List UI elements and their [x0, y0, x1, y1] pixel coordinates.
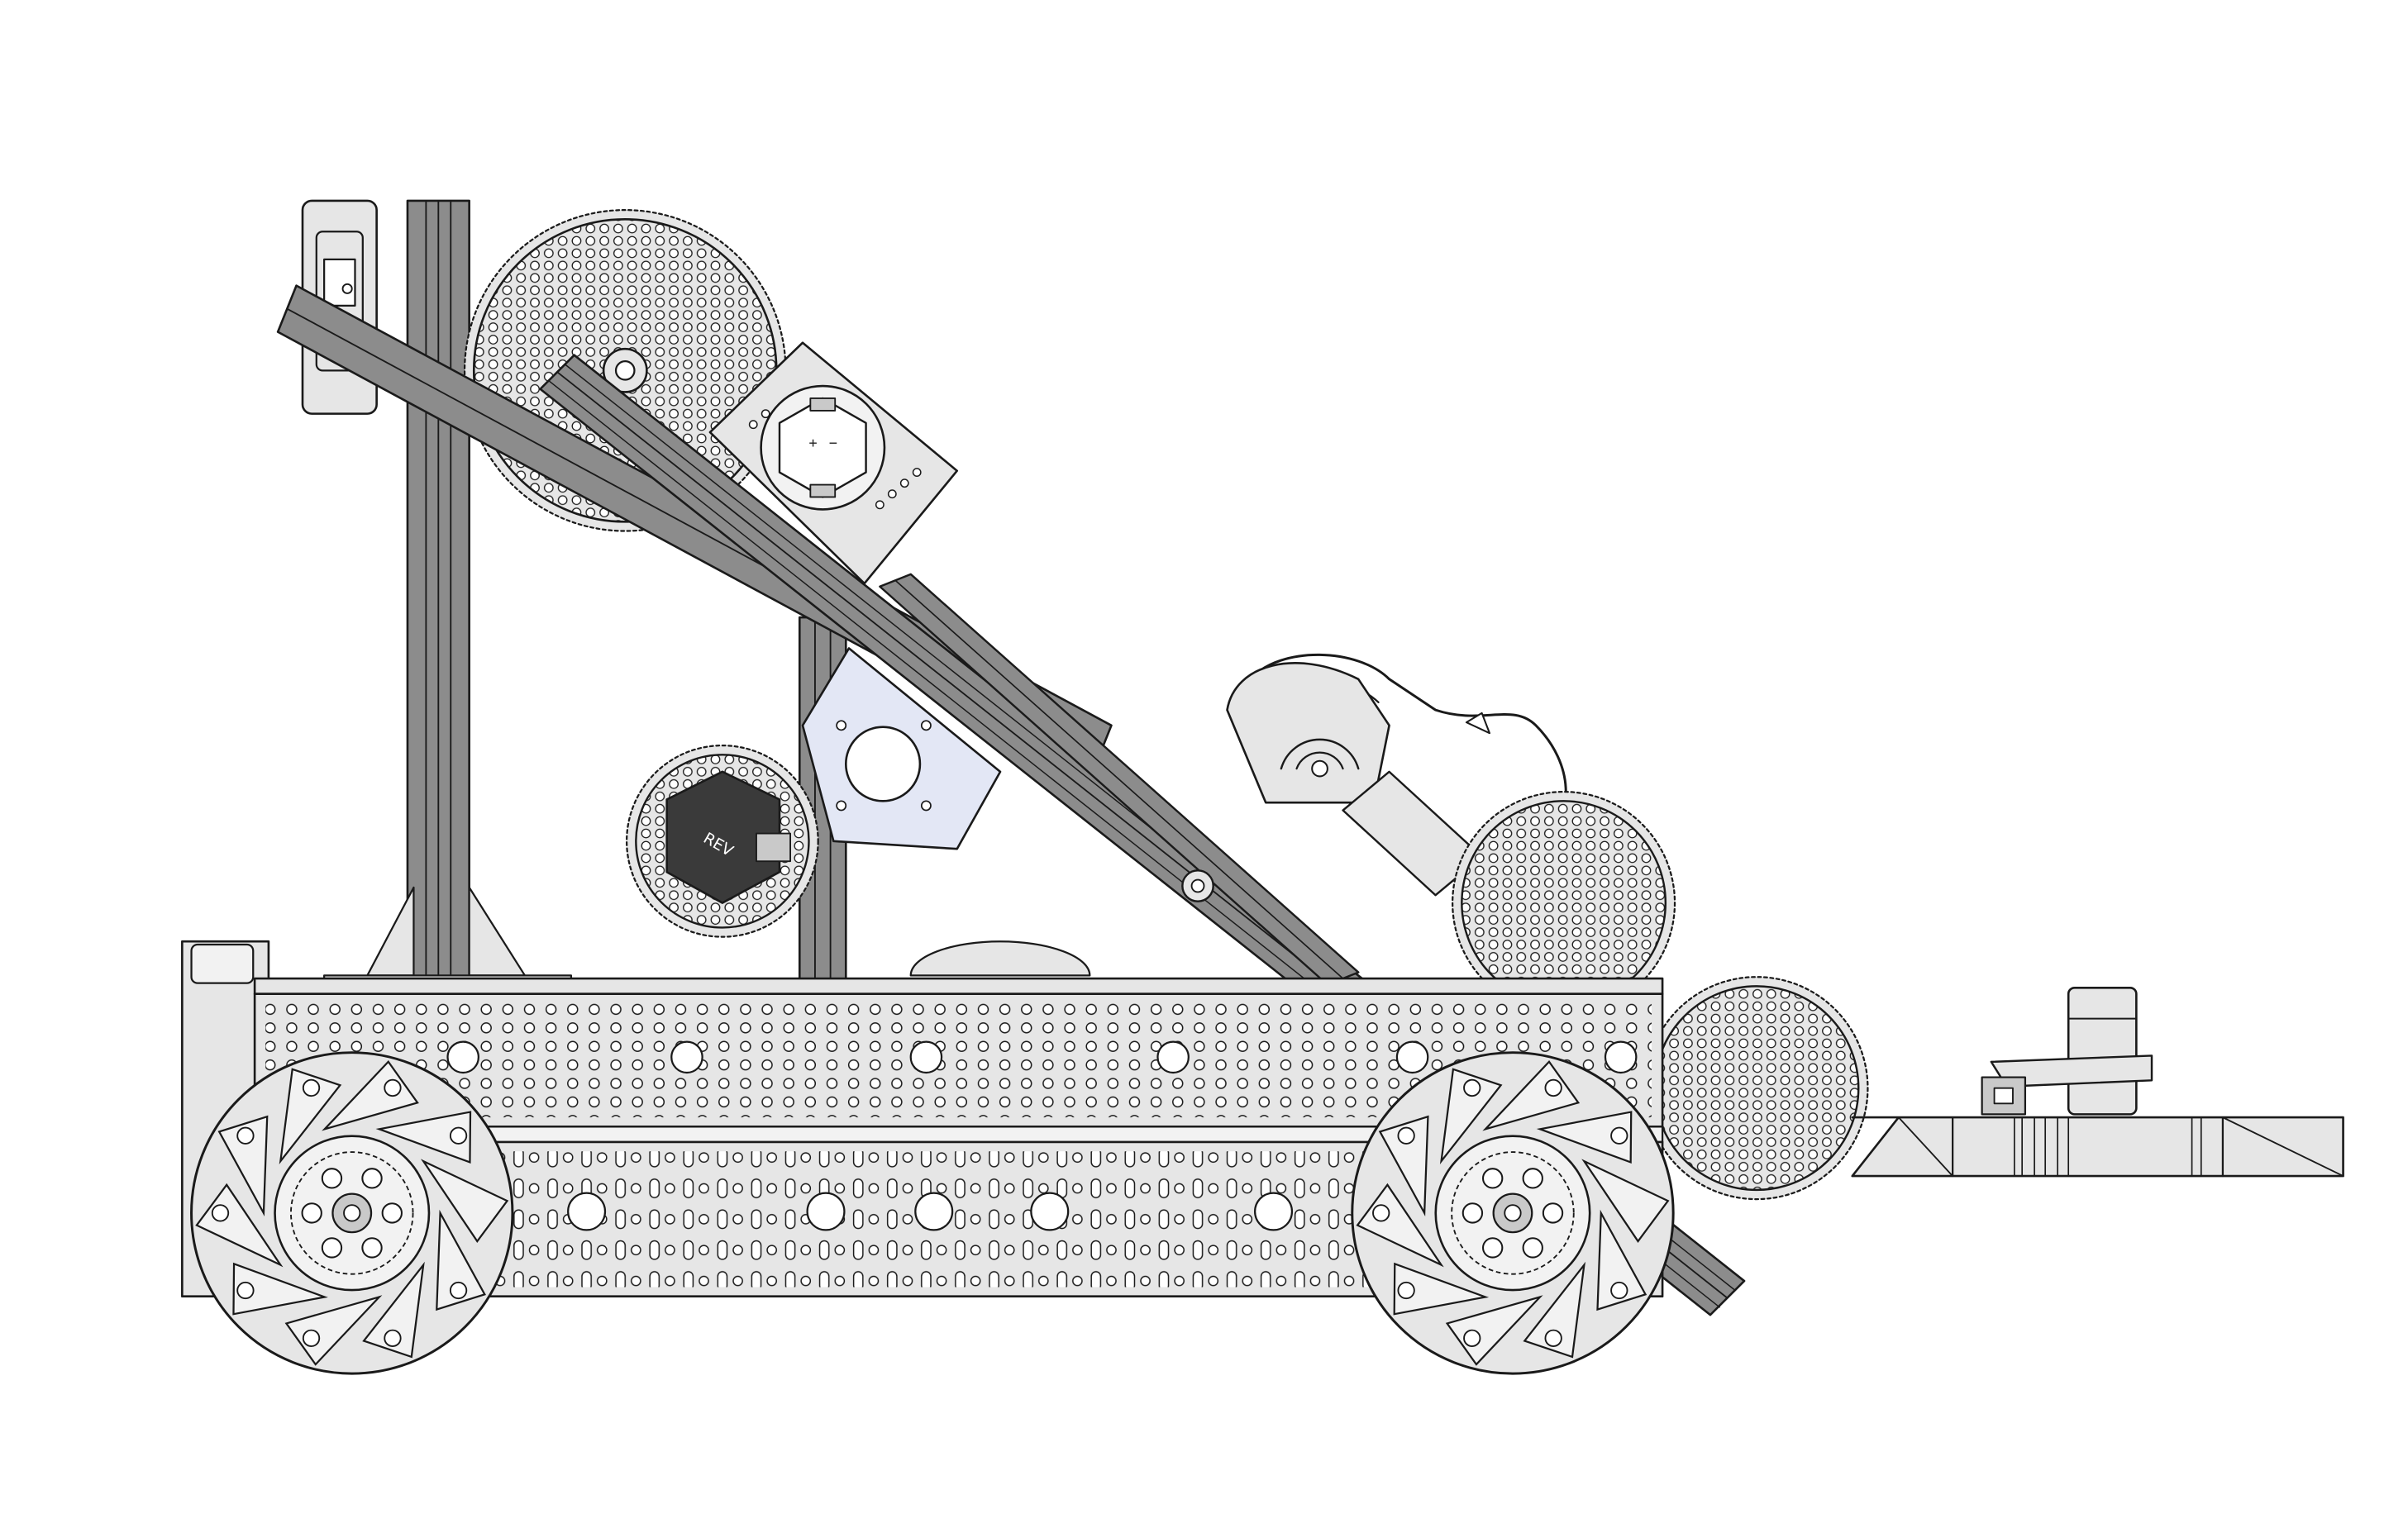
intake-mechanism	[1226, 653, 1567, 897]
servo-hub-icon: + −	[708, 341, 959, 585]
mecanum-wheel-icon	[1351, 1051, 1675, 1375]
front-tray	[1851, 986, 2344, 1178]
hub-minus-label: −	[829, 435, 837, 451]
spur-gear-icon	[1644, 976, 1869, 1201]
spur-gear-icon	[909, 940, 1091, 977]
spur-gear-icon	[1452, 790, 1676, 1016]
motor-icon: REV	[665, 770, 791, 904]
motor-bracket	[801, 647, 1002, 850]
mecanum-wheel-icon	[190, 1051, 514, 1375]
hub-plus-label: +	[808, 435, 817, 451]
